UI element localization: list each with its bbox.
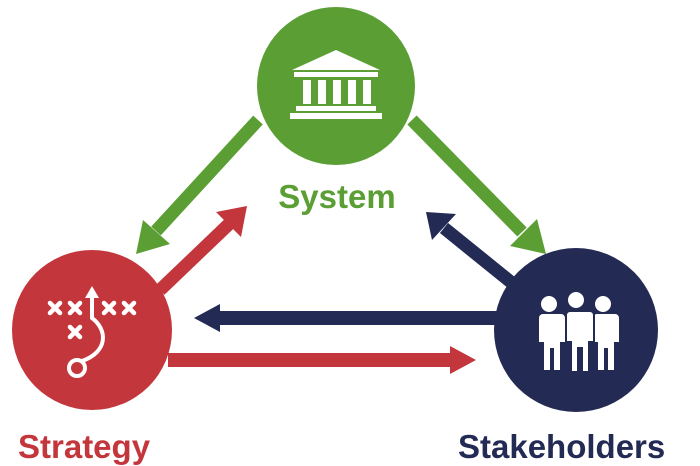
system-label: System — [278, 178, 396, 215]
arrow-strategy-to-system — [155, 206, 247, 295]
bank-building-icon — [290, 50, 382, 119]
strategy-circle — [12, 250, 172, 410]
arrow-strategy-to-stakeholders — [168, 346, 476, 374]
arrow-stakeholders-to-strategy — [194, 304, 510, 332]
stakeholders-node — [494, 248, 658, 412]
playbook-strategy-icon — [47, 286, 137, 378]
system-node — [257, 7, 415, 165]
arrow-system-to-stakeholders — [407, 115, 546, 254]
arrow-system-to-strategy — [136, 115, 263, 254]
arrow-stakeholders-to-system — [426, 212, 517, 289]
strategy-node — [12, 250, 172, 410]
stakeholders-label: Stakeholders — [458, 428, 666, 465]
strategy-label: Strategy — [18, 428, 151, 465]
people-group-icon — [537, 290, 619, 373]
